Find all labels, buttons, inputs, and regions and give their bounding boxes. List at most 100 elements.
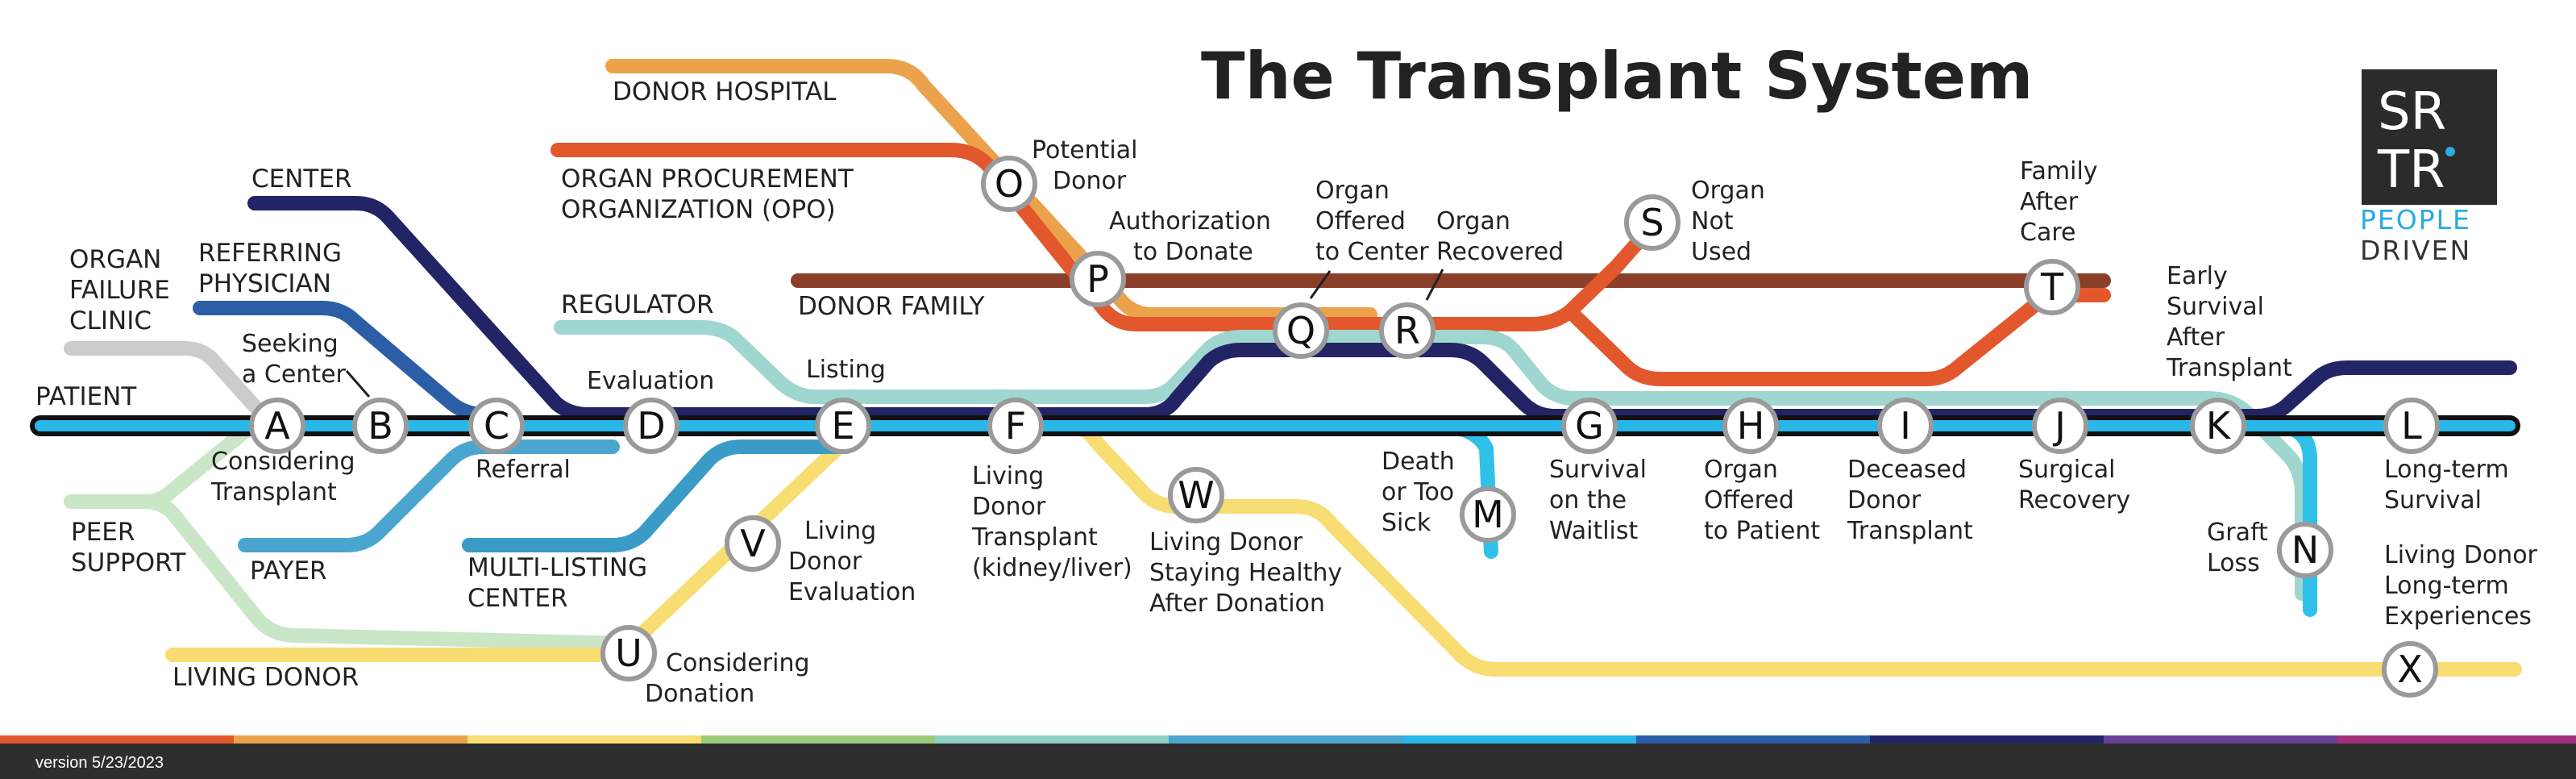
logo-tagline-people: PEOPLE — [2360, 204, 2471, 235]
caption-f-4: (kidney/liver) — [972, 554, 1132, 582]
caption-v-1: Living — [804, 517, 876, 545]
caption-i-3: Transplant — [1847, 517, 1973, 545]
station-j-letter: J — [2052, 404, 2066, 448]
station-g: G — [1561, 398, 1618, 454]
line-opo-to-t — [1563, 288, 2111, 386]
station-q-letter: Q — [1286, 309, 1315, 352]
caption-s-2: Not — [1691, 207, 1734, 235]
label-peer-support-2: SUPPORT — [71, 548, 186, 577]
caption-j-2: Recovery — [2018, 486, 2130, 514]
caption-l-2: Survival — [2384, 486, 2482, 514]
caption-k-2: Survival — [2167, 293, 2264, 321]
srtr-logo: SR TR PEOPLE DRIVEN — [2360, 69, 2497, 266]
transit-lines — [30, 59, 2522, 677]
caption-o-1: Potential — [1032, 136, 1137, 165]
footer-stripe-5 — [935, 735, 1169, 744]
caption-t-1: Family — [2020, 157, 2098, 185]
line-opo — [551, 143, 1660, 331]
station-p-letter: P — [1086, 257, 1109, 301]
caption-k-3: After — [2167, 323, 2225, 352]
label-clinic-2: FAILURE — [69, 276, 170, 305]
caption-w-2: Staying Healthy — [1149, 559, 1342, 587]
station-r-letter: R — [1394, 309, 1420, 352]
caption-i-2: Donor — [1847, 486, 1922, 514]
label-living-donor: LIVING DONOR — [172, 663, 359, 692]
caption-w-3: After Donation — [1149, 589, 1325, 618]
caption-o-2: Donor — [1053, 167, 1127, 195]
station-c-letter: C — [484, 404, 509, 448]
station-h: H — [1722, 398, 1779, 454]
logo-box — [2362, 69, 2497, 205]
footer-stripe-4 — [701, 735, 935, 744]
line-living-donor — [165, 417, 2522, 677]
footer-stripe-10 — [2104, 735, 2337, 744]
station-b: B — [352, 398, 409, 454]
label-opo-line1: ORGAN PROCUREMENT — [561, 165, 854, 194]
caption-g-3: Waitlist — [1549, 517, 1639, 545]
footer-stripe-2 — [234, 735, 467, 744]
station-i: I — [1877, 398, 1934, 454]
station-o-letter: O — [995, 162, 1024, 206]
caption-v-2: Donor — [788, 548, 862, 576]
station-t: T — [2024, 259, 2080, 315]
caption-n-1: Graft — [2207, 519, 2268, 547]
caption-q-pointer — [1309, 270, 1332, 299]
station-w-letter: W — [1178, 473, 1214, 517]
footer: version 5/23/2023 — [0, 735, 2576, 779]
caption-r-pointer — [1425, 269, 1444, 301]
logo-line2: TR — [2377, 140, 2445, 200]
caption-m-1: Death — [1381, 448, 1455, 476]
label-donor-family: DONOR FAMILY — [798, 292, 984, 321]
caption-g-1: Survival — [1549, 456, 1647, 484]
label-regulator: REGULATOR — [561, 290, 714, 319]
caption-l-1: Long-term — [2384, 456, 2509, 484]
label-multi-listing-2: CENTER — [467, 584, 567, 613]
footer-stripe-7 — [1402, 735, 1636, 744]
footer-stripe-9 — [1870, 735, 2104, 744]
version-label: version 5/23/2023 — [35, 754, 164, 772]
station-v-letter: V — [740, 522, 766, 565]
station-n-letter: N — [2291, 528, 2319, 572]
line-regulator — [554, 320, 2309, 601]
label-center: CENTER — [251, 165, 351, 194]
caption-x-2: Long-term — [2384, 572, 2509, 600]
caption-r-1: Organ — [1436, 207, 1510, 235]
caption-c: Referral — [476, 456, 571, 484]
label-multi-listing-1: MULTI-LISTING — [467, 553, 647, 582]
caption-q-3: to Center — [1315, 238, 1429, 266]
caption-q-2: Offered — [1315, 207, 1406, 235]
station-t-letter: T — [2040, 265, 2064, 309]
caption-s-3: Used — [1691, 238, 1751, 266]
footer-stripe-8 — [1636, 735, 1870, 744]
station-o: O — [981, 156, 1037, 212]
caption-t-3: Care — [2020, 219, 2075, 247]
station-u-letter: U — [615, 631, 642, 675]
station-a: A — [249, 398, 305, 454]
station-d-letter: D — [637, 404, 665, 448]
caption-i-1: Deceased — [1847, 456, 1967, 484]
caption-u-1: Considering — [666, 649, 810, 677]
caption-a-2: Transplant — [210, 478, 337, 506]
station-x: X — [2382, 641, 2438, 698]
label-clinic-3: CLINIC — [69, 306, 152, 335]
label-payer: PAYER — [250, 556, 327, 585]
caption-d: Evaluation — [587, 367, 714, 395]
caption-b-1: Seeking — [242, 330, 339, 358]
station-e: E — [815, 398, 871, 454]
caption-h-1: Organ — [1704, 456, 1778, 484]
station-i-letter: I — [1900, 404, 1911, 448]
caption-h-3: to Patient — [1704, 517, 1820, 545]
caption-b-pointer — [345, 370, 371, 398]
caption-m-3: Sick — [1381, 509, 1431, 537]
station-l: L — [2383, 398, 2440, 454]
station-b-letter: B — [368, 404, 393, 448]
caption-q-1: Organ — [1315, 177, 1390, 205]
line-payer — [238, 439, 620, 552]
station-p: P — [1070, 251, 1126, 307]
caption-v-3: Evaluation — [788, 578, 916, 606]
caption-n-2: Loss — [2207, 549, 2260, 577]
station-m-letter: M — [1472, 493, 1504, 536]
page-title: The Transplant System — [1201, 39, 2033, 114]
caption-k-1: Early — [2167, 262, 2228, 290]
station-u: U — [600, 625, 657, 681]
